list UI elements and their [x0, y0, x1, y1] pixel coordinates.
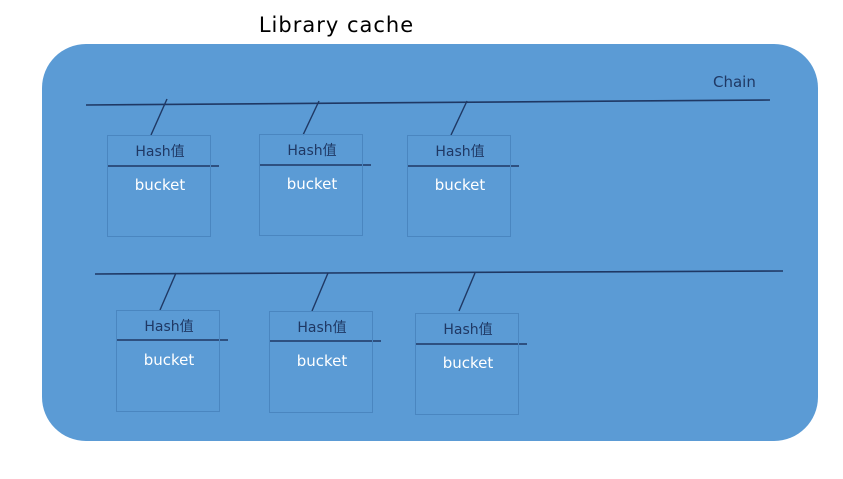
chain-label: Chain	[713, 73, 756, 91]
hash-value-label: Hash值	[435, 144, 485, 160]
bucket-text-label: bucket	[442, 354, 494, 372]
hash-value-label: Hash值	[443, 322, 493, 338]
hash-value-label: Hash值	[287, 143, 337, 159]
page-title: Library cache	[258, 13, 415, 37]
bucket-text-label: bucket	[143, 351, 195, 369]
hash-value-label: Hash值	[135, 144, 185, 160]
bucket-node[interactable]: Hash值 bucket	[259, 134, 363, 236]
bucket-node[interactable]: Hash值 bucket	[116, 310, 220, 412]
bucket-node[interactable]: Hash值 bucket	[107, 135, 211, 237]
bucket-node[interactable]: Hash值 bucket	[269, 311, 373, 413]
hash-value-label: Hash值	[297, 320, 347, 336]
hash-value-label: Hash值	[144, 319, 194, 335]
bucket-text-label: bucket	[296, 352, 348, 370]
bucket-node[interactable]: Hash值 bucket	[415, 313, 519, 415]
bucket-text-label: bucket	[134, 176, 186, 194]
bucket-text-label: bucket	[286, 175, 338, 193]
bucket-node[interactable]: Hash值 bucket	[407, 135, 511, 237]
bucket-text-label: bucket	[434, 176, 486, 194]
library-cache-container	[42, 44, 818, 441]
